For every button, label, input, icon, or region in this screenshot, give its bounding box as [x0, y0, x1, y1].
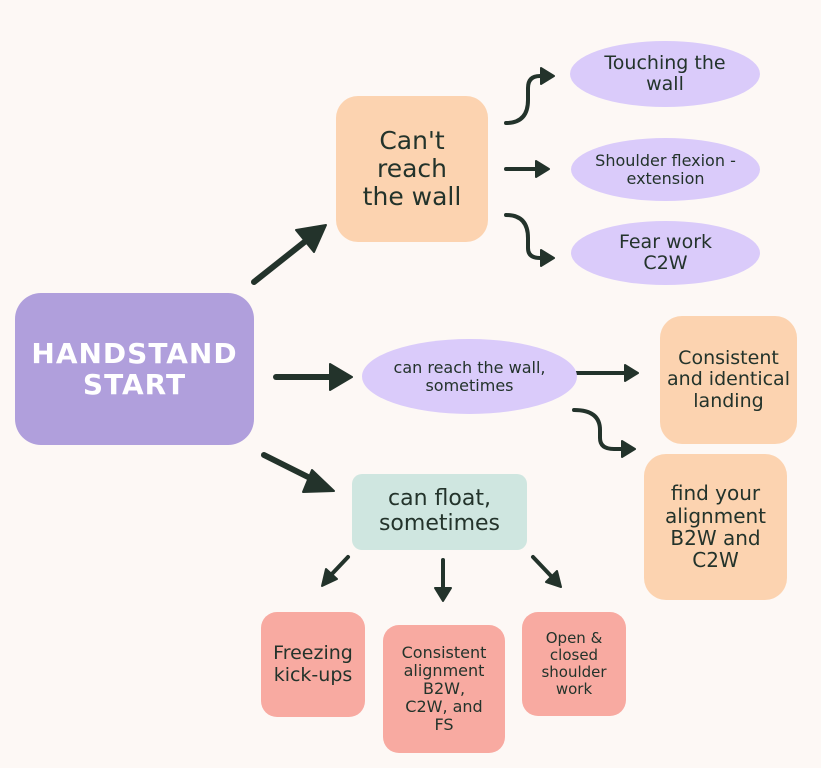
node-touching-wall-label: Touching the wall	[604, 51, 726, 95]
node-can-reach-sometimes: can reach the wall, sometimes	[362, 339, 577, 414]
node-consistent-alignment-label: Consistent alignment B2W, C2W, and FS	[401, 643, 487, 734]
node-find-alignment-label: find your alignment B2W and C2W	[664, 481, 767, 573]
node-handstand-start: HANDSTAND START	[15, 293, 254, 445]
arrow-to-find-alignment	[572, 408, 636, 458]
node-fear-work: Fear work C2W	[571, 221, 760, 285]
node-consistent-landing: Consistent and identical landing	[660, 316, 797, 444]
arrow-start-to-can-float	[261, 452, 335, 493]
node-touching-wall: Touching the wall	[570, 41, 760, 107]
node-shoulder-flexion: Shoulder flexion - extension	[571, 138, 760, 201]
arrow-to-freezing	[321, 555, 350, 587]
arrow-to-consistent-alignment	[434, 558, 452, 602]
node-can-float-label: can float, sometimes	[378, 486, 501, 536]
node-freezing-kickups: Freezing kick-ups	[261, 612, 365, 717]
node-open-closed-shoulder: Open & closed shoulder work	[522, 612, 626, 716]
arrow-to-open-closed	[531, 555, 562, 588]
arrow-to-fear-work	[504, 213, 555, 267]
node-fear-work-label: Fear work C2W	[618, 230, 713, 274]
node-cant-reach-wall-label: Can't reach the wall	[362, 126, 462, 211]
node-can-float: can float, sometimes	[352, 474, 527, 550]
arrow-to-shoulder-flexion	[504, 160, 550, 178]
arrow-to-consistent-landing	[574, 364, 639, 382]
node-freezing-kickups-label: Freezing kick-ups	[273, 642, 353, 686]
node-handstand-start-label: HANDSTAND START	[31, 336, 238, 401]
arrow-start-to-cant-reach	[251, 224, 327, 285]
node-consistent-alignment: Consistent alignment B2W, C2W, and FS	[383, 625, 505, 753]
node-cant-reach-wall: Can't reach the wall	[336, 96, 488, 242]
node-can-reach-sometimes-label: can reach the wall, sometimes	[393, 357, 546, 395]
node-shoulder-flexion-label: Shoulder flexion - extension	[595, 150, 736, 188]
arrow-start-to-can-reach	[273, 363, 353, 391]
node-find-alignment: find your alignment B2W and C2W	[644, 454, 787, 600]
node-open-closed-shoulder-label: Open & closed shoulder work	[541, 629, 607, 698]
arrow-to-touching-wall	[504, 67, 555, 125]
node-consistent-landing-label: Consistent and identical landing	[667, 347, 790, 412]
